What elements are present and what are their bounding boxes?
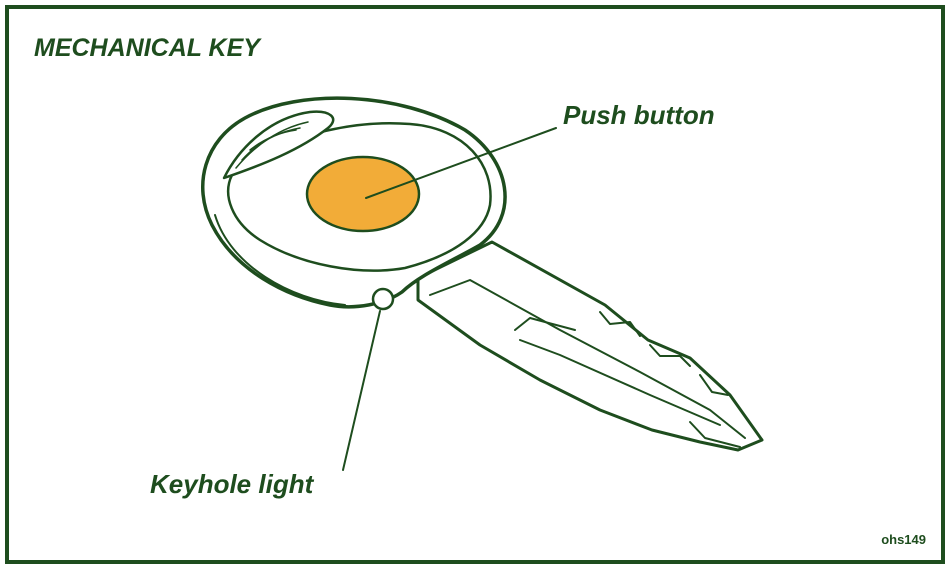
keyhole-light-leader xyxy=(342,310,381,471)
reference-code: ohs149 xyxy=(881,532,926,547)
push-button-leader xyxy=(365,127,557,199)
keyhole-light-mark xyxy=(371,287,395,311)
diagram-title: MECHANICAL KEY xyxy=(34,34,260,62)
keyhole-light-label: Keyhole light xyxy=(150,469,314,499)
key-blade xyxy=(416,240,764,452)
push-button-mark xyxy=(305,155,421,233)
push-button-label: Push button xyxy=(563,100,715,130)
